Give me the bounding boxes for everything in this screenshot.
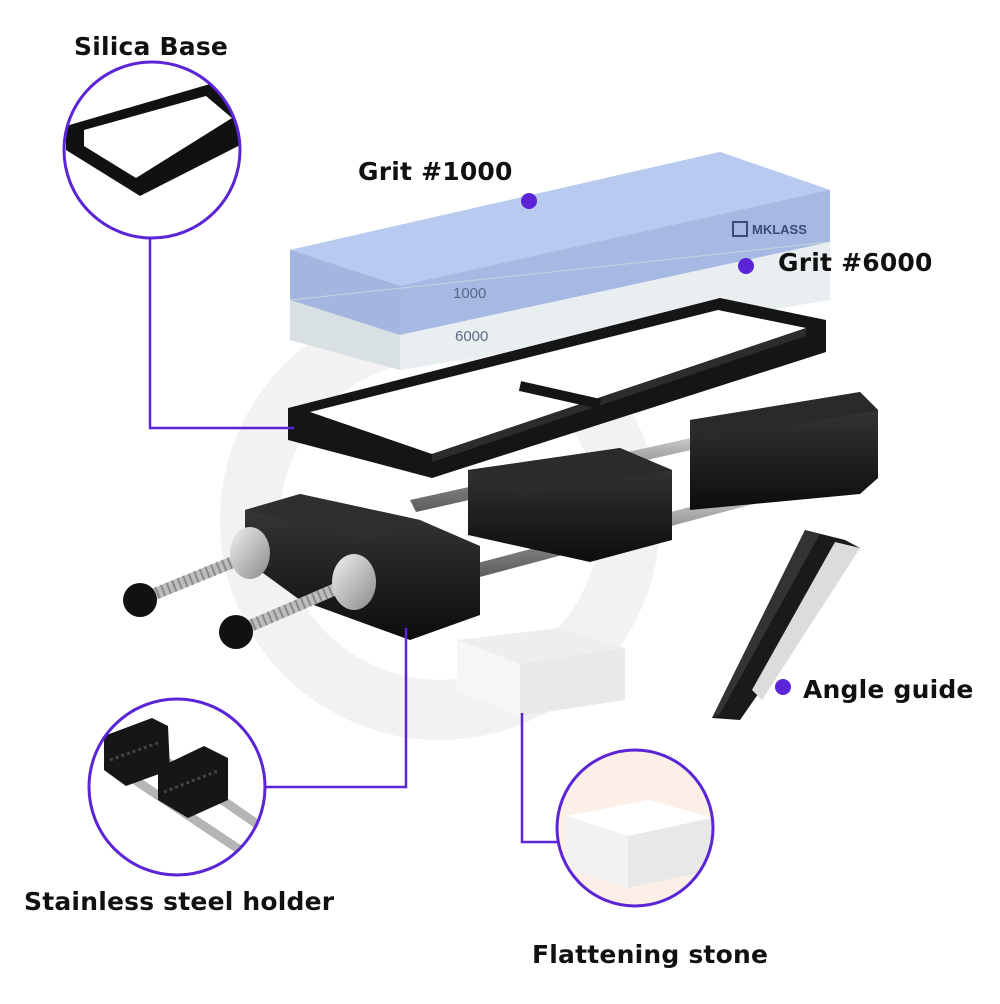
middle-clamp-block — [468, 448, 672, 562]
stone-marking-6000: 6000 — [455, 328, 489, 345]
silica-base-frame — [288, 298, 826, 478]
whetstone — [289, 152, 831, 370]
screw-left — [123, 527, 270, 617]
label-grit-6000: Grit #6000 — [778, 248, 933, 277]
flattening-stone-callout — [555, 748, 715, 908]
flattening-stone — [457, 628, 625, 716]
screw-right — [219, 554, 376, 649]
angle-guide-dot — [775, 679, 791, 695]
stone-marking-1000: 1000 — [453, 285, 487, 302]
label-stainless-holder: Stainless steel holder — [24, 887, 335, 916]
brand-text: MKLASS — [752, 222, 807, 237]
grit-1000-dot — [521, 193, 537, 209]
label-flattening-stone: Flattening stone — [532, 940, 769, 969]
brand-logo: MKLASS — [732, 221, 807, 237]
stainless-holder-callout — [87, 697, 267, 877]
angle-guide — [712, 530, 860, 720]
label-silica-base: Silica Base — [74, 32, 229, 61]
label-grit-1000: Grit #1000 — [358, 157, 513, 186]
rear-clamp-block — [690, 392, 878, 510]
connector-lines — [148, 238, 558, 844]
label-angle-guide: Angle guide — [803, 675, 974, 704]
grit-6000-dot — [738, 258, 754, 274]
silica-base-callout — [62, 60, 242, 240]
